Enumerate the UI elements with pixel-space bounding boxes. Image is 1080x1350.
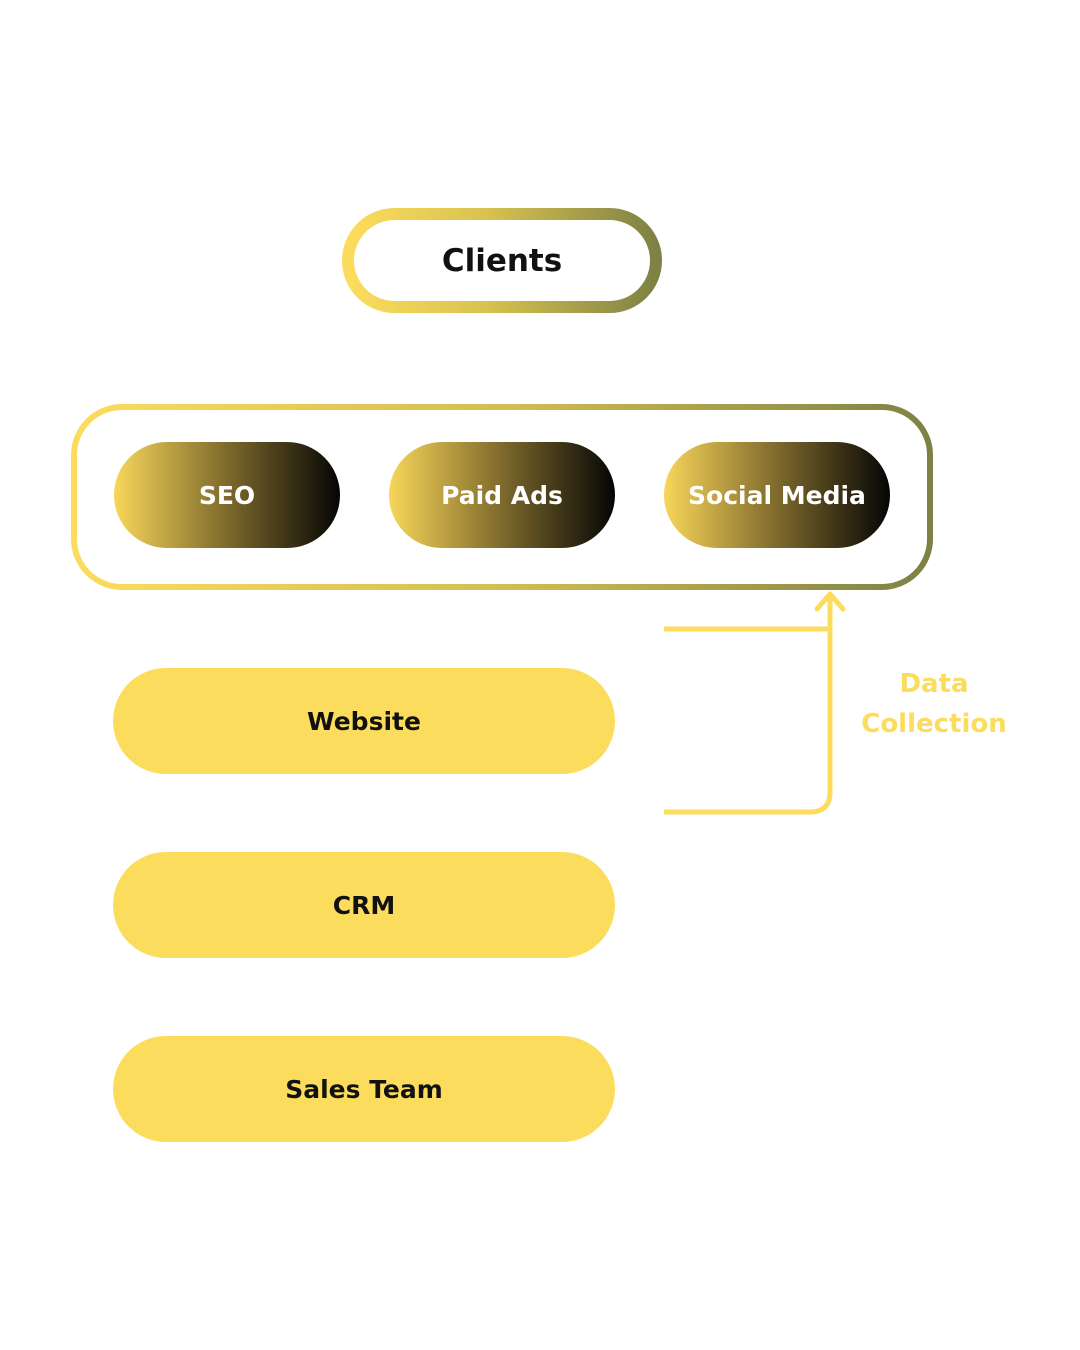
data-collection-line-1: Data xyxy=(899,669,969,699)
paid-ads-node xyxy=(389,442,615,548)
website-label: Website xyxy=(307,706,421,736)
data-collection-line-2: Collection xyxy=(861,709,1007,739)
clients-label: Clients xyxy=(441,242,563,279)
social-media-label: Social Media xyxy=(688,480,866,510)
data-collection-connector xyxy=(664,598,833,815)
sales-team-label: Sales Team xyxy=(285,1074,443,1104)
arrow-up-icon xyxy=(814,591,846,612)
sales-team-node xyxy=(113,1036,615,1142)
paid-ads-label: Paid Ads xyxy=(441,480,563,510)
clients-node xyxy=(342,208,662,313)
seo-node xyxy=(114,442,340,548)
crm-node xyxy=(113,852,615,958)
crm-label: CRM xyxy=(332,890,396,920)
website-node xyxy=(113,668,615,774)
seo-label: SEO xyxy=(198,480,256,510)
social-media-node xyxy=(664,442,890,548)
data-collection-label: Data Collection xyxy=(848,664,1020,744)
